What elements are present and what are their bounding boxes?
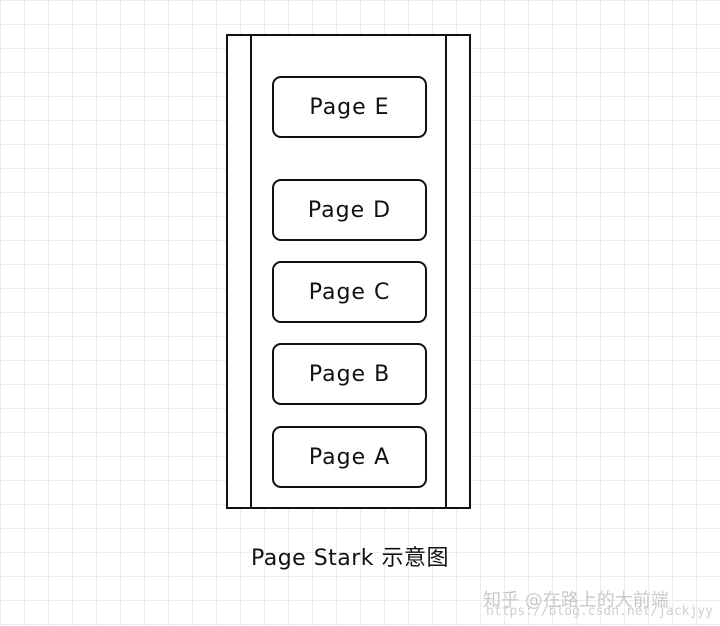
page-box-d: Page D (272, 179, 427, 241)
stack-right-rail (445, 36, 447, 507)
stack-left-rail (250, 36, 252, 507)
page-box-e: Page E (272, 76, 427, 138)
page-box-a: Page A (272, 426, 427, 488)
watermark-url: https://blog.csdn.net/jackjyy (486, 604, 713, 619)
page-box-b: Page B (272, 343, 427, 405)
watermark-zhihu: 知乎 @在路上的大前端 (483, 590, 669, 611)
diagram-caption: Page Stark 示意图 (250, 546, 450, 571)
page-box-c: Page C (272, 261, 427, 323)
